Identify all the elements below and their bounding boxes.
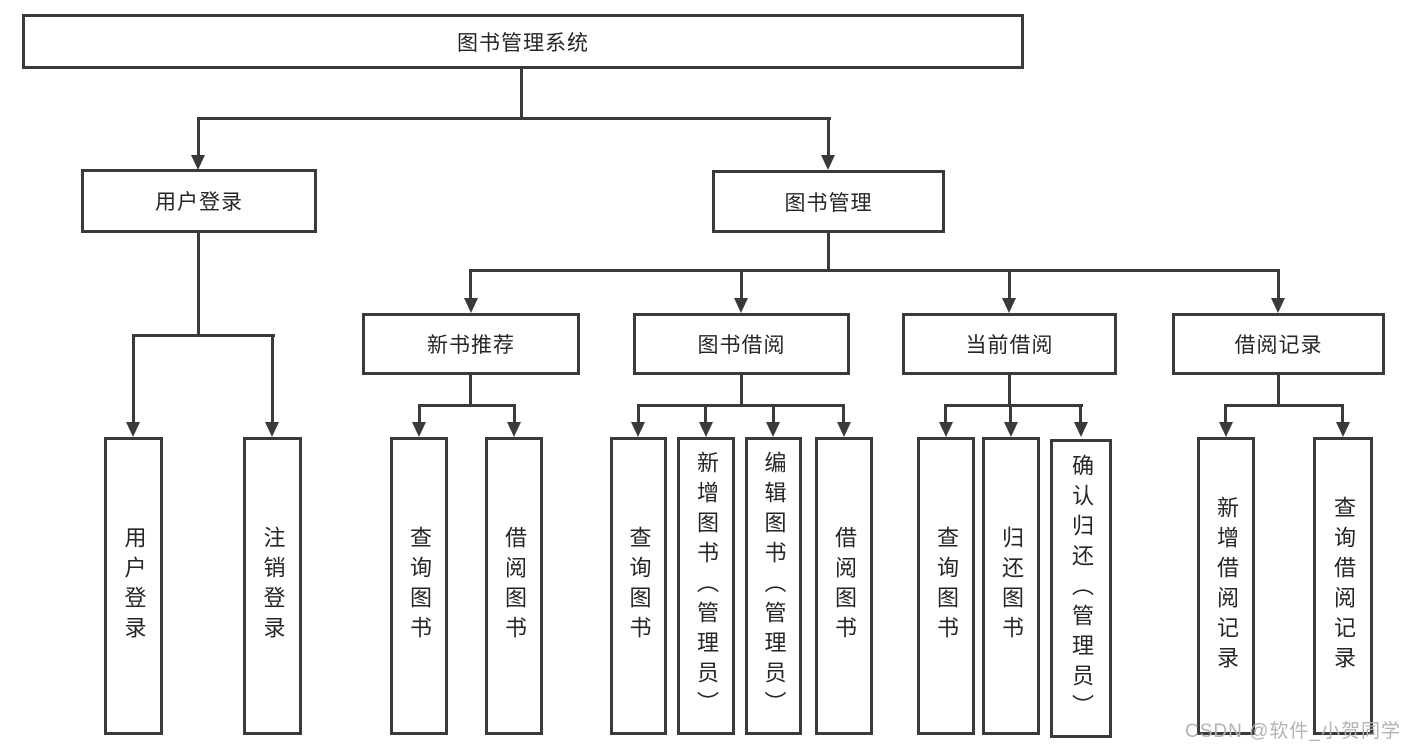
connector-records-stem	[1277, 375, 1280, 406]
connector-drop-leaf	[704, 404, 707, 424]
connector-drop-leaf	[132, 334, 135, 424]
node-borrowing-records: 借阅记录	[1172, 313, 1385, 375]
node-book-management: 图书管理	[712, 170, 945, 233]
leaf-query-books-borrowing: 查询图书	[610, 437, 667, 735]
node-library-management-system: 图书管理系统	[22, 14, 1024, 69]
node-user-login: 用户登录	[81, 169, 317, 233]
arrowhead-down-icon	[939, 422, 953, 437]
connector-bookmgmt-bar	[469, 269, 1280, 272]
leaf-logout: 注销登录	[243, 437, 302, 735]
connector-drop-leaf	[1341, 404, 1344, 424]
connector-drop-user-login	[197, 117, 200, 157]
arrowhead-down-icon	[1219, 422, 1233, 437]
leaf-add-borrow-record: 新增借阅记录	[1197, 437, 1255, 735]
leaf-return-book: 归还图书	[982, 437, 1040, 735]
connector-drop-leaf	[271, 334, 274, 424]
arrowhead-down-icon	[1074, 422, 1088, 437]
leaf-borrow-books-borrowing: 借阅图书	[815, 437, 873, 735]
connector-drop-leaf	[1009, 404, 1012, 424]
connector-borrowing-bar	[637, 404, 845, 407]
connector-drop-leaf	[772, 404, 775, 424]
connector-root-bar	[197, 117, 831, 120]
arrowhead-down-icon	[1336, 422, 1350, 437]
connector-drop-leaf	[944, 404, 947, 424]
arrowhead-down-icon	[1002, 298, 1016, 313]
leaf-confirm-return-admin: 确认归还（管理员）	[1050, 439, 1112, 738]
connector-drop-leaf	[1224, 404, 1227, 424]
connector-records-bar	[1225, 404, 1344, 407]
connector-drop-borrowing	[740, 269, 743, 300]
leaf-edit-book-admin: 编辑图书（管理员）	[745, 437, 802, 735]
connector-drop-leaf	[418, 404, 421, 424]
node-book-borrowing: 图书借阅	[633, 313, 850, 375]
arrowhead-down-icon	[265, 422, 279, 437]
arrowhead-down-icon	[837, 422, 851, 437]
leaf-query-books-recommend: 查询图书	[390, 437, 448, 735]
connector-drop-current	[1008, 269, 1011, 300]
connector-current-stem	[1008, 375, 1011, 406]
leaf-query-books-current: 查询图书	[917, 437, 975, 735]
arrowhead-down-icon	[734, 298, 748, 313]
connector-drop-leaf	[842, 404, 845, 424]
arrowhead-down-icon	[766, 422, 780, 437]
arrowhead-down-icon	[631, 422, 645, 437]
connector-current-bar	[944, 404, 1083, 407]
leaf-user-login: 用户登录	[104, 437, 163, 735]
arrowhead-down-icon	[507, 422, 521, 437]
leaf-borrow-books-recommend: 借阅图书	[485, 437, 543, 735]
connector-borrowing-stem	[740, 375, 743, 406]
arrowhead-down-icon	[412, 422, 426, 437]
node-current-borrowing: 当前借阅	[902, 313, 1117, 375]
connector-drop-leaf	[513, 404, 516, 424]
arrowhead-down-icon	[1004, 422, 1018, 437]
connector-newbooks-stem	[469, 375, 472, 406]
leaf-query-borrow-record: 查询借阅记录	[1313, 437, 1373, 735]
connector-bookmgmt-stem	[827, 233, 830, 272]
arrowhead-down-icon	[191, 155, 205, 170]
connector-userlogin-stem	[197, 233, 200, 336]
node-new-book-recommendation: 新书推荐	[362, 313, 580, 375]
arrowhead-down-icon	[821, 155, 835, 170]
arrowhead-down-icon	[464, 298, 478, 313]
connector-userlogin-bar	[132, 334, 275, 337]
arrowhead-down-icon	[699, 422, 713, 437]
connector-newbooks-bar	[418, 404, 516, 407]
connector-drop-records	[1277, 269, 1280, 300]
arrowhead-down-icon	[1271, 298, 1285, 313]
watermark-text: CSDN @软件_小贺同学	[1185, 721, 1401, 742]
arrowhead-down-icon	[126, 422, 140, 437]
connector-drop-leaf	[637, 404, 640, 424]
connector-drop-new-books	[469, 269, 472, 300]
connector-root-stem	[520, 69, 523, 119]
connector-drop-book-management	[827, 117, 830, 157]
leaf-add-book-admin: 新增图书（管理员）	[677, 437, 735, 735]
connector-drop-leaf	[1079, 404, 1082, 424]
